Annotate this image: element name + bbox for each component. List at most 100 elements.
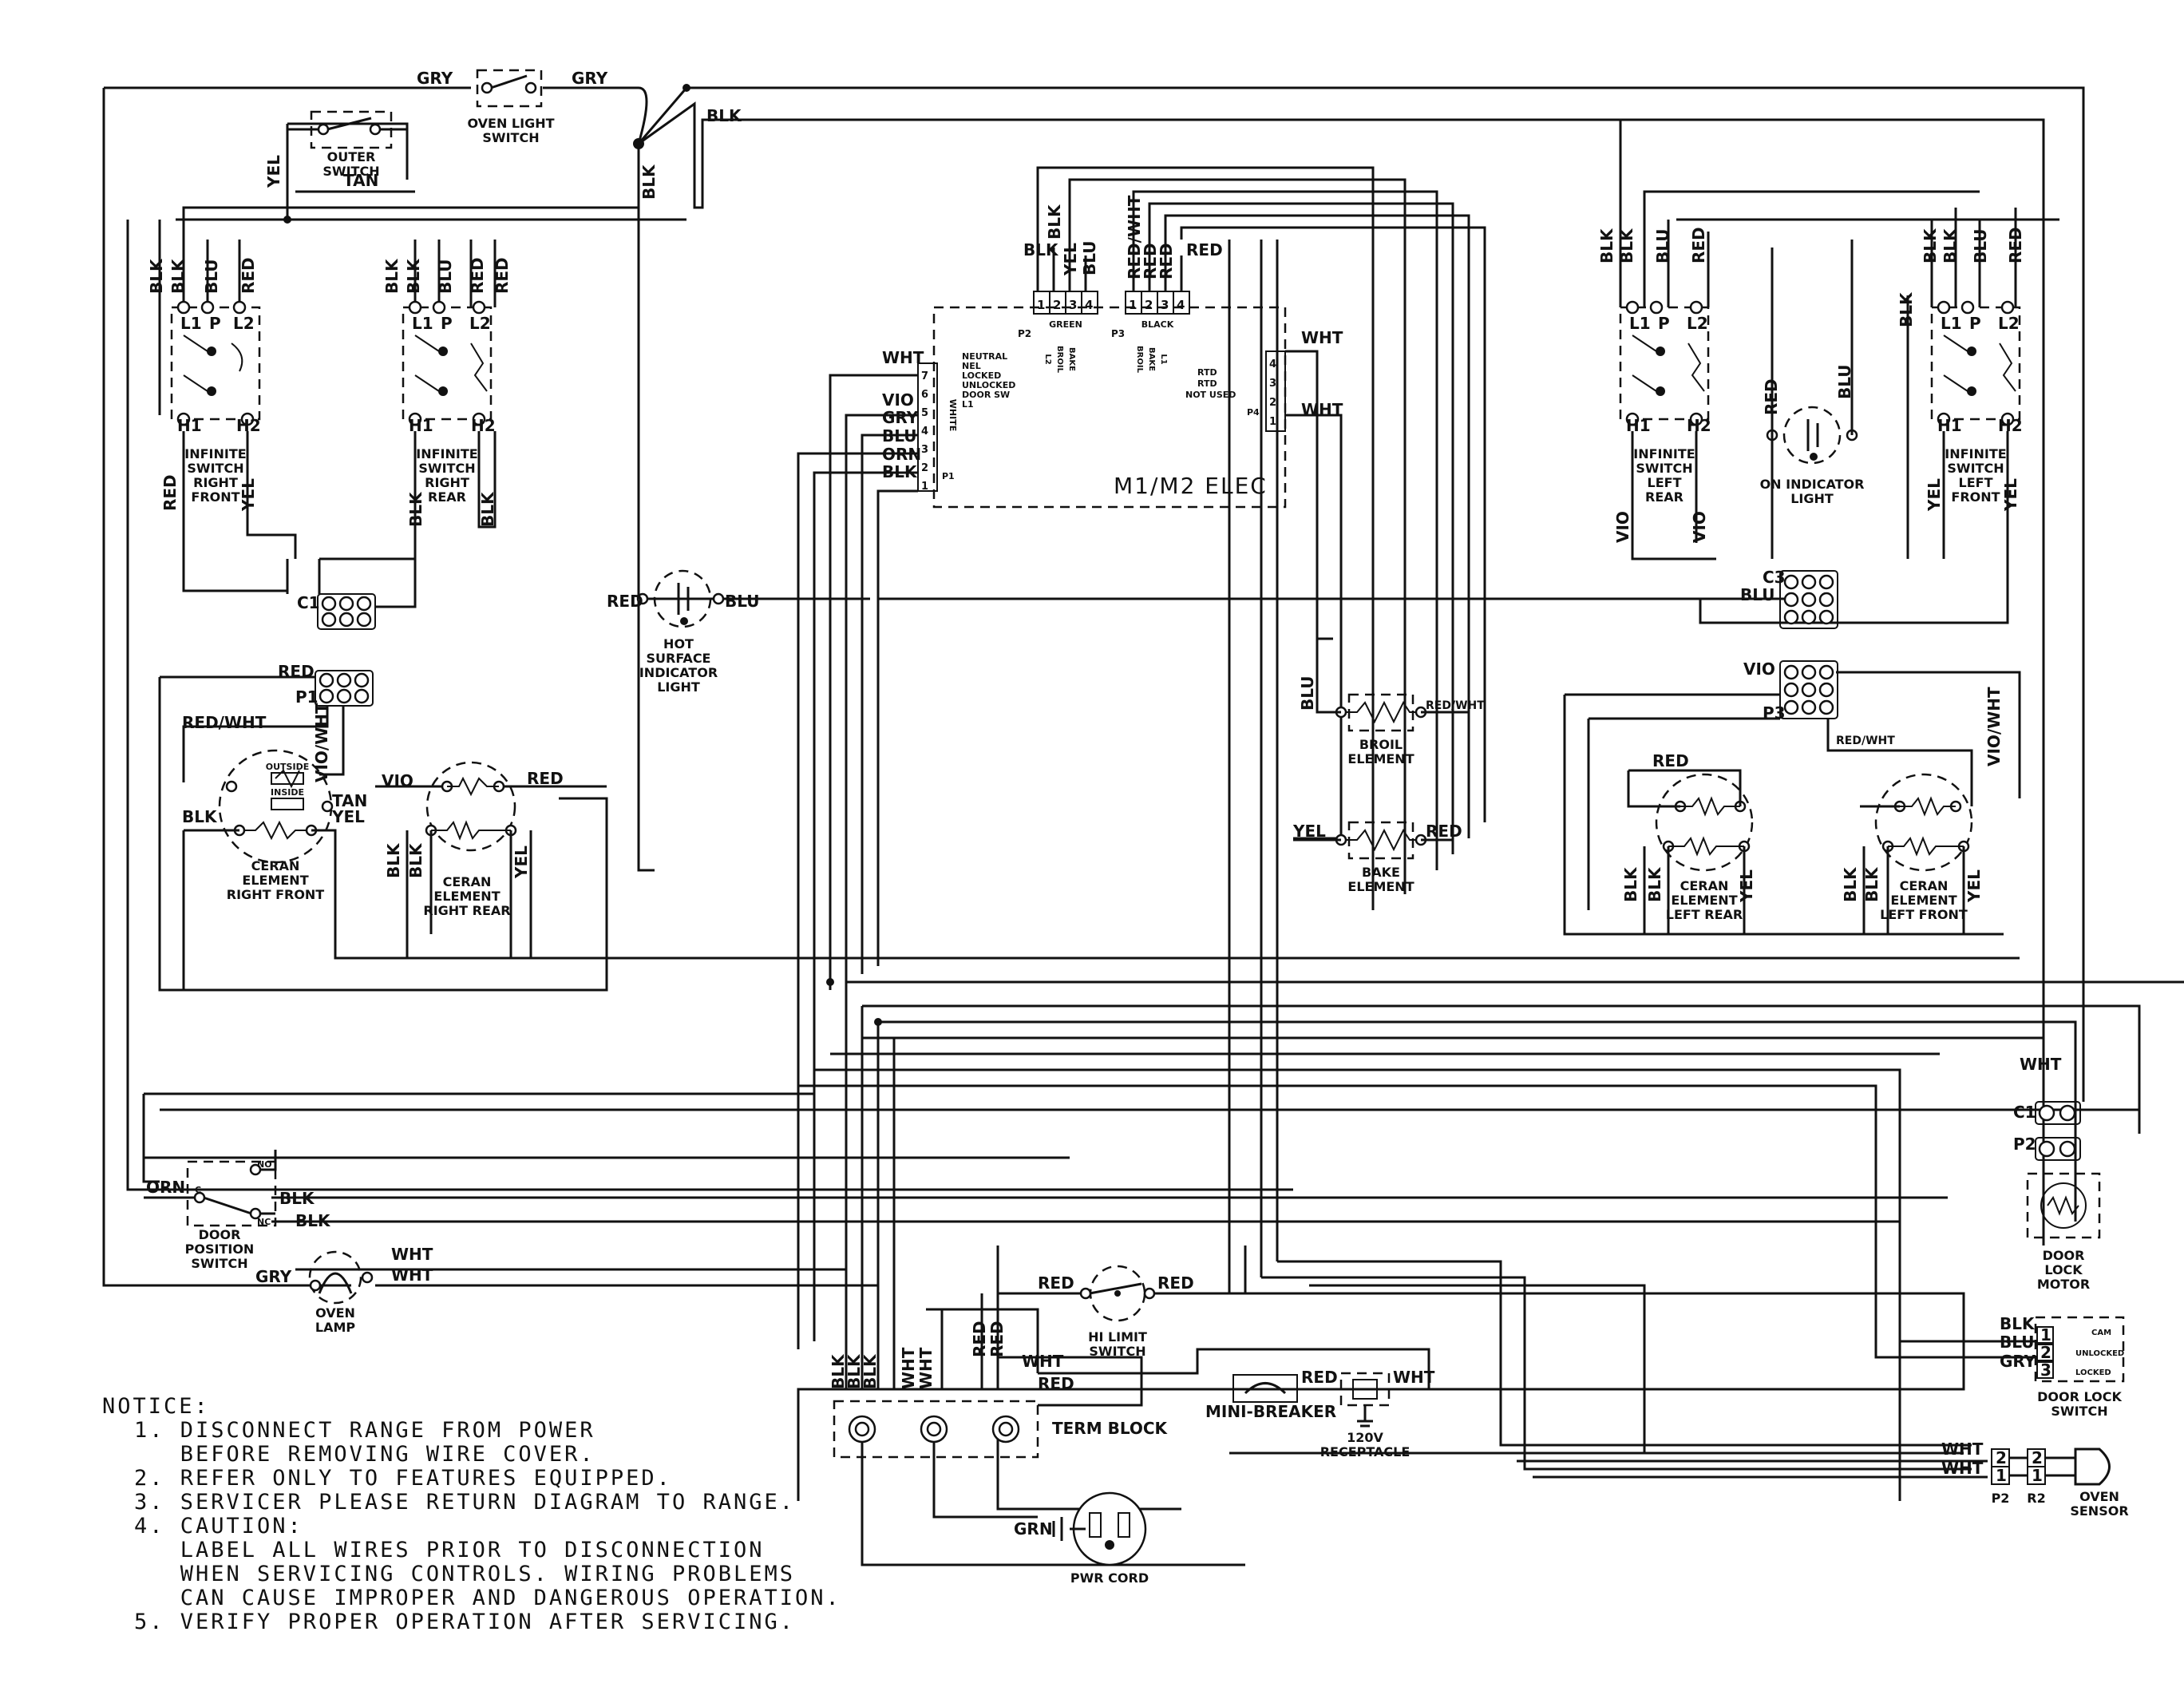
svg-text:LEFT: LEFT: [1959, 475, 1993, 490]
svg-text:BLU: BLU: [2000, 1333, 2035, 1352]
svg-text:INDICATOR: INDICATOR: [639, 665, 718, 680]
svg-text:3: 3: [1161, 298, 1169, 312]
svg-text:TAN: TAN: [343, 171, 378, 190]
svg-text:REAR: REAR: [428, 489, 466, 505]
svg-text:BLK: BLK: [1941, 228, 1960, 263]
svg-text:ELEMENT: ELEMENT: [433, 889, 500, 904]
svg-text:7: 7: [921, 370, 928, 382]
svg-text:L1: L1: [1629, 314, 1651, 333]
svg-text:WHITE: WHITE: [948, 399, 958, 431]
svg-text:L2: L2: [233, 314, 255, 333]
svg-text:WHT: WHT: [916, 1347, 936, 1389]
svg-text:CERAN: CERAN: [1900, 878, 1949, 893]
outer-switch: OUTER SWITCH YEL TAN BLK BLK: [264, 106, 742, 200]
svg-text:L2: L2: [1687, 314, 1708, 333]
infinite-switch-left-rear: BLK BLK BLU RED L1 P L2 H1 H2 INFINITE S…: [1597, 192, 1716, 560]
svg-text:SWITCH: SWITCH: [187, 461, 243, 476]
svg-text:3: 3: [921, 444, 928, 456]
svg-text:CERAN: CERAN: [443, 874, 492, 889]
svg-text:BLK: BLK: [1862, 866, 1881, 902]
svg-text:BLU: BLU: [1080, 240, 1099, 275]
svg-text:WHT: WHT: [1301, 328, 1343, 347]
svg-text:3: 3: [2040, 1360, 2051, 1380]
svg-text:RTD: RTD: [1197, 378, 1217, 389]
svg-text:RED: RED: [1157, 243, 1176, 279]
svg-text:BLK: BLK: [147, 258, 166, 294]
mini-breaker: MINI-BREAKER RED: [1205, 1368, 1338, 1421]
svg-text:ON INDICATOR: ON INDICATOR: [1760, 477, 1865, 492]
svg-text:BLU: BLU: [1740, 585, 1775, 604]
svg-text:1: 1: [2032, 1466, 2043, 1485]
svg-text:GRY: GRY: [255, 1267, 292, 1286]
svg-text:BLU: BLU: [882, 426, 917, 446]
svg-text:BLK: BLK: [1617, 228, 1636, 263]
svg-text:WHT: WHT: [2020, 1055, 2062, 1074]
infinite-switch-right-front: BLK BLK BLU RED L1 P L2 H1 H2 INFINITE S…: [147, 240, 297, 592]
infinite-switch-right-rear: BLK BLK BLU RED RED L1 P L2 H1 H2 INFINI…: [319, 240, 512, 560]
svg-text:H1: H1: [177, 416, 202, 435]
door-lock-motor: DOOR LOCK MOTOR: [2026, 1172, 2101, 1292]
svg-text:YEL: YEL: [1964, 869, 1984, 903]
svg-text:INFINITE: INFINITE: [1633, 446, 1695, 461]
svg-text:RED/WHT: RED/WHT: [1426, 699, 1485, 712]
svg-text:BLK: BLK: [1621, 866, 1640, 902]
receptacle-120v: WHT 120V RECEPTACLE: [1320, 1368, 1435, 1459]
svg-text:FRONT: FRONT: [191, 489, 239, 505]
svg-text:LOCK: LOCK: [2044, 1262, 2083, 1277]
svg-text:RED: RED: [468, 257, 487, 294]
svg-text:WHT: WHT: [391, 1245, 433, 1264]
svg-text:RED: RED: [1301, 1368, 1338, 1387]
svg-text:DOOR SW: DOOR SW: [962, 390, 1010, 400]
svg-text:L1: L1: [1941, 314, 1962, 333]
svg-text:BLK: BLK: [1597, 228, 1616, 263]
svg-text:P1: P1: [295, 687, 318, 707]
svg-text:RED/WHT: RED/WHT: [1125, 195, 1144, 279]
svg-text:P3: P3: [1111, 328, 1125, 339]
svg-text:L2: L2: [1043, 354, 1052, 364]
svg-text:CERAN: CERAN: [251, 858, 300, 873]
svg-text:L1: L1: [1159, 354, 1168, 364]
svg-text:BLK: BLK: [406, 842, 425, 878]
svg-text:WHT: WHT: [391, 1265, 433, 1285]
svg-text:RED: RED: [1689, 227, 1708, 263]
svg-text:GRY: GRY: [882, 408, 919, 427]
svg-text:M1/M2 ELEC: M1/M2 ELEC: [1114, 473, 1268, 499]
svg-text:RED: RED: [527, 769, 564, 788]
svg-text:RED/WHT: RED/WHT: [182, 713, 267, 732]
svg-text:BAKE: BAKE: [1147, 347, 1156, 371]
svg-text:OVEN LIGHT: OVEN LIGHT: [467, 116, 554, 131]
term-block: TERM BLOCK BLK BLK BLK WHT WHT RED RED W…: [829, 1321, 1169, 1459]
svg-text:BAKE: BAKE: [1067, 347, 1076, 371]
svg-text:INFINITE: INFINITE: [416, 446, 477, 461]
svg-text:RIGHT: RIGHT: [425, 475, 469, 490]
svg-text:BLU: BLU: [436, 259, 455, 294]
svg-text:YEL: YEL: [1737, 869, 1756, 903]
door-position-switch: ORN BLK BLK NO C NC DOOR POSITION SWITCH: [144, 1150, 331, 1271]
svg-text:RED: RED: [1426, 822, 1462, 841]
svg-text:BLK: BLK: [861, 1353, 880, 1389]
connector-c2-p2: C1 P2 WHT: [2013, 1055, 2081, 1161]
svg-text:WHT: WHT: [1301, 400, 1343, 419]
svg-text:RECEPTACLE: RECEPTACLE: [1320, 1444, 1410, 1459]
svg-text:WHT: WHT: [1941, 1459, 1984, 1478]
svg-text:GRY: GRY: [2000, 1352, 2036, 1371]
svg-text:LABEL ALL WIRES PRIOR TO DISCO: LABEL ALL WIRES PRIOR TO DISCONNECTION: [134, 1538, 764, 1562]
svg-text:BLU: BLU: [725, 592, 760, 611]
svg-text:MOTOR: MOTOR: [2037, 1277, 2090, 1292]
svg-text:BLACK: BLACK: [1141, 319, 1174, 330]
svg-text:NEL: NEL: [962, 361, 981, 371]
svg-text:BLK: BLK: [1921, 228, 1940, 263]
svg-text:BLK: BLK: [706, 106, 742, 125]
junction-dots: [283, 84, 882, 1026]
svg-text:BLK: BLK: [1023, 240, 1059, 259]
svg-text:C1: C1: [297, 593, 320, 612]
svg-text:4. CAUTION:: 4. CAUTION:: [134, 1514, 303, 1539]
svg-text:NOTICE:: NOTICE:: [102, 1394, 210, 1419]
svg-text:NO: NO: [257, 1159, 272, 1170]
svg-text:SWITCH: SWITCH: [322, 164, 379, 179]
svg-text:2: 2: [1053, 298, 1061, 312]
svg-text:WHT: WHT: [1941, 1440, 1984, 1459]
bake-element: YEL RED BAKE ELEMENT: [1292, 821, 1462, 894]
svg-text:1: 1: [1269, 416, 1276, 428]
